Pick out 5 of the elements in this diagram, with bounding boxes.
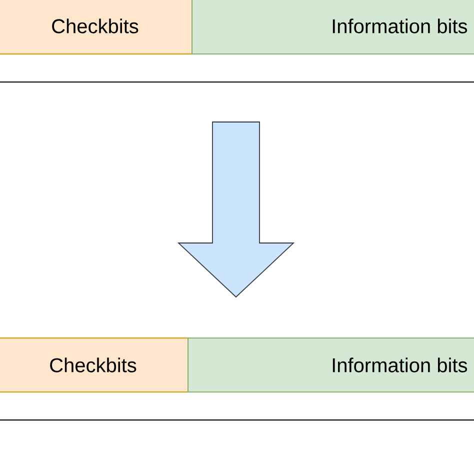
field-box: Checkbits [0,0,192,54]
field-box: Checkbits [0,338,188,392]
block-arrow [177,122,295,298]
field-box: Information bits [188,338,474,392]
field-box: Information bits [192,0,474,54]
